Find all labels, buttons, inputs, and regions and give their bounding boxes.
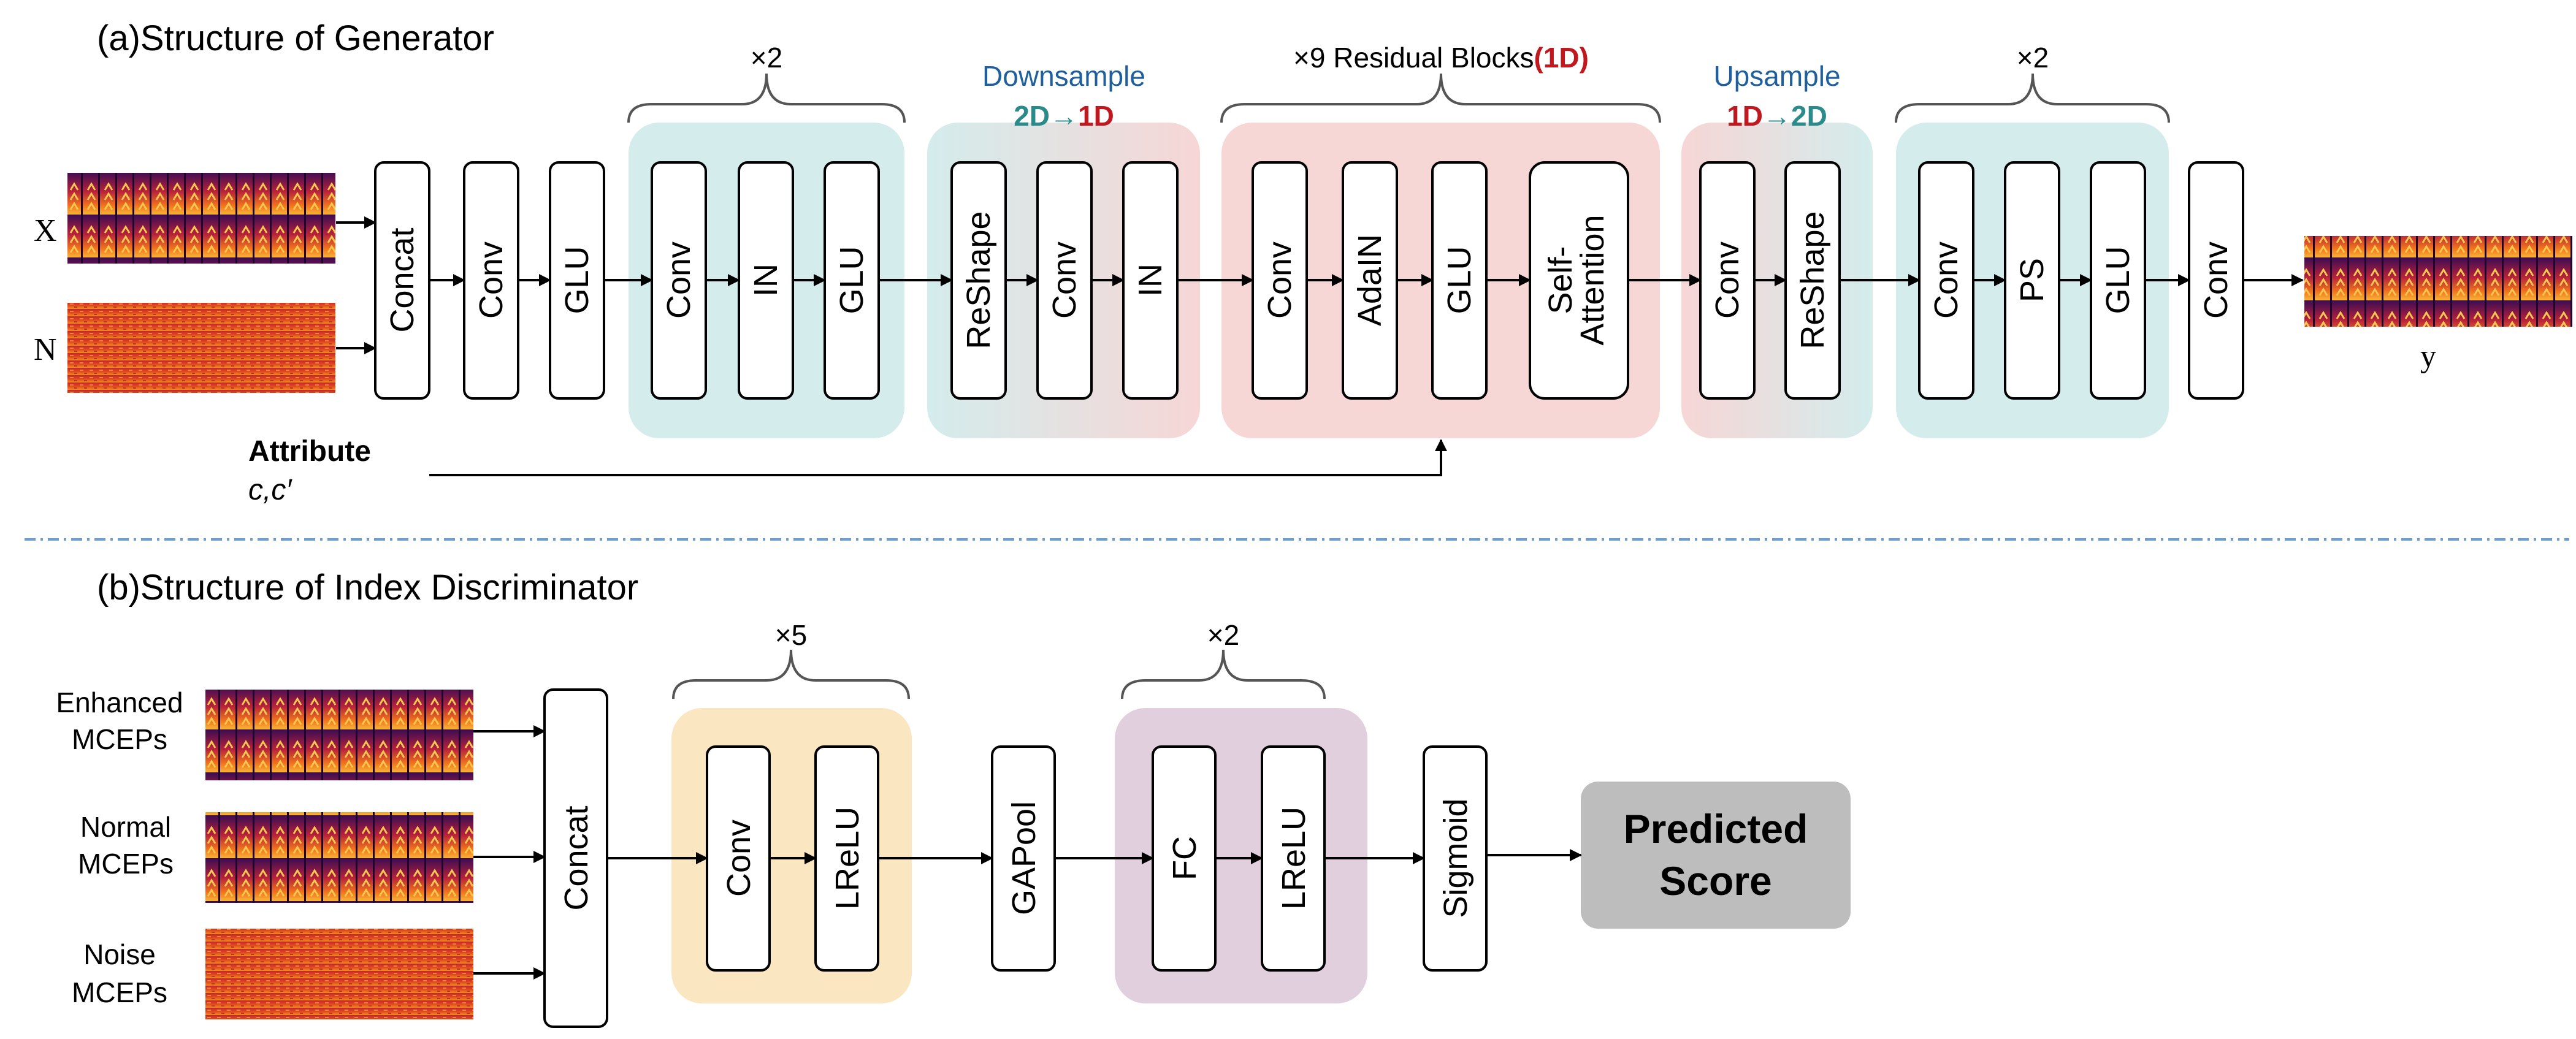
block-d-concat: Concat: [543, 688, 608, 1028]
block-g2-conv: Conv: [1918, 161, 1974, 400]
block-res-adain: AdaIN: [1342, 161, 1398, 400]
svg-text:Sigmoid: Sigmoid: [1437, 798, 1474, 918]
svg-text:Conv: Conv: [1928, 242, 1965, 319]
residual-label: ×9 Residual Blocks(1D): [1293, 42, 1589, 74]
svg-text:LReLU: LReLU: [829, 807, 866, 910]
block-res-glu: GLU: [1431, 161, 1488, 400]
spectrogram-y: [2304, 236, 2572, 327]
downsample-2d: 2D: [1014, 100, 1050, 132]
noise-label-2: MCEPs: [72, 976, 167, 1008]
svg-text:IN: IN: [747, 264, 784, 297]
block-g1-conv: Conv: [651, 161, 707, 400]
svg-text:Conv: Conv: [1046, 242, 1083, 319]
block-d-lrelu1: LReLU: [814, 745, 879, 972]
block-d-lrelu2: LReLU: [1261, 745, 1326, 972]
svg-text:Concat: Concat: [384, 227, 421, 332]
svg-text:GLU: GLU: [833, 246, 870, 314]
block-res-self-attention: Self- Attention: [1529, 161, 1629, 400]
predicted-label-1: Predicted: [1624, 806, 1808, 851]
attribute-arrow: [429, 439, 1447, 476]
svg-text:GLU: GLU: [559, 246, 595, 314]
block-ds-in: IN: [1122, 161, 1179, 400]
upsample-dims: 1D→2D: [1727, 100, 1827, 132]
block-d-gapool: GAPool: [991, 745, 1056, 972]
svg-text:Concat: Concat: [558, 805, 595, 910]
downsample-1d: 1D: [1078, 100, 1114, 132]
svg-text:LReLU: LReLU: [1275, 807, 1312, 910]
upsample-1d: 1D: [1727, 100, 1763, 132]
svg-text:Conv: Conv: [473, 242, 510, 319]
downsample-arrow: →: [1050, 100, 1078, 132]
fc-repeat-label: ×2: [1207, 619, 1239, 651]
block-d-fc: FC: [1152, 745, 1217, 972]
block-d-sigmoid: Sigmoid: [1423, 745, 1488, 972]
upsample-label: Upsample: [1713, 60, 1840, 92]
block-res-conv: Conv: [1252, 161, 1308, 400]
predicted-score-box: Predicted Score: [1581, 782, 1851, 929]
discriminator-arrows: [607, 849, 1582, 864]
svg-text:AdaIN: AdaIN: [1351, 234, 1388, 326]
downsample-label: Downsample: [982, 60, 1145, 92]
block-glu: GLU: [549, 161, 605, 400]
upsample-2d: 2D: [1791, 100, 1827, 132]
block-g1-in: IN: [738, 161, 794, 400]
block-us-conv: Conv: [1699, 161, 1756, 400]
conv-repeat-label: ×5: [775, 619, 807, 651]
enhanced-label-1: Enhanced: [56, 687, 183, 718]
predicted-label-2: Score: [1659, 858, 1771, 904]
normal-label-2: MCEPs: [78, 848, 174, 880]
svg-text:GAPool: GAPool: [1006, 801, 1042, 915]
svg-text:GLU: GLU: [1441, 246, 1478, 314]
residual-repeat: ×9 Residual Blocks: [1293, 42, 1534, 74]
normal-label-1: Normal: [80, 811, 171, 843]
block-ds-reshape: ReShape: [950, 161, 1007, 400]
svg-text:IN: IN: [1132, 264, 1169, 297]
block-final-conv: Conv: [2188, 161, 2244, 400]
g1-repeat-label: ×2: [751, 42, 782, 74]
spectrogram-noise: [205, 929, 473, 1019]
upsample-arrow: →: [1763, 100, 1791, 132]
svg-text:Attention: Attention: [1574, 215, 1611, 345]
noise-label-1: Noise: [83, 938, 156, 970]
svg-text:Self-: Self-: [1542, 246, 1579, 314]
svg-text:ReShape: ReShape: [1794, 211, 1831, 349]
attribute-label: Attribute: [248, 435, 371, 468]
block-d-conv: Conv: [706, 745, 771, 972]
input-n-label: N: [34, 332, 57, 367]
svg-text:Conv: Conv: [660, 242, 697, 319]
svg-text:ReShape: ReShape: [960, 211, 997, 349]
block-ds-conv: Conv: [1036, 161, 1093, 400]
block-g2-glu: GLU: [2090, 161, 2146, 400]
g2-repeat-label: ×2: [2017, 42, 2049, 74]
block-g1-glu: GLU: [824, 161, 880, 400]
svg-text:FC: FC: [1166, 836, 1203, 880]
enhanced-label-2: MCEPs: [72, 723, 167, 755]
spectrogram-n: [67, 303, 335, 393]
downsample-dims: 2D→1D: [1014, 100, 1114, 132]
spectrogram-enhanced: [205, 690, 473, 780]
discriminator-title: (b)Structure of Index Discriminator: [97, 568, 638, 607]
attribute-value: c,c′: [248, 474, 292, 506]
block-us-reshape: ReShape: [1784, 161, 1841, 400]
svg-text:GLU: GLU: [2100, 246, 2136, 314]
svg-text:Conv: Conv: [2198, 242, 2234, 319]
svg-text:PS: PS: [2014, 258, 2050, 302]
block-g2-ps: PS: [2004, 161, 2060, 400]
input-x-label: X: [34, 213, 57, 248]
output-y-label: y: [2420, 339, 2436, 374]
spectrogram-normal: [205, 812, 473, 903]
svg-text:Conv: Conv: [1709, 242, 1746, 319]
block-conv: Conv: [463, 161, 519, 400]
block-concat: Concat: [374, 161, 430, 400]
residual-1d: (1D): [1534, 42, 1589, 74]
svg-text:Conv: Conv: [720, 820, 757, 897]
spectrogram-x: [67, 173, 335, 264]
svg-text:Conv: Conv: [1261, 242, 1298, 319]
generator-title: (a)Structure of Generator: [97, 18, 494, 58]
